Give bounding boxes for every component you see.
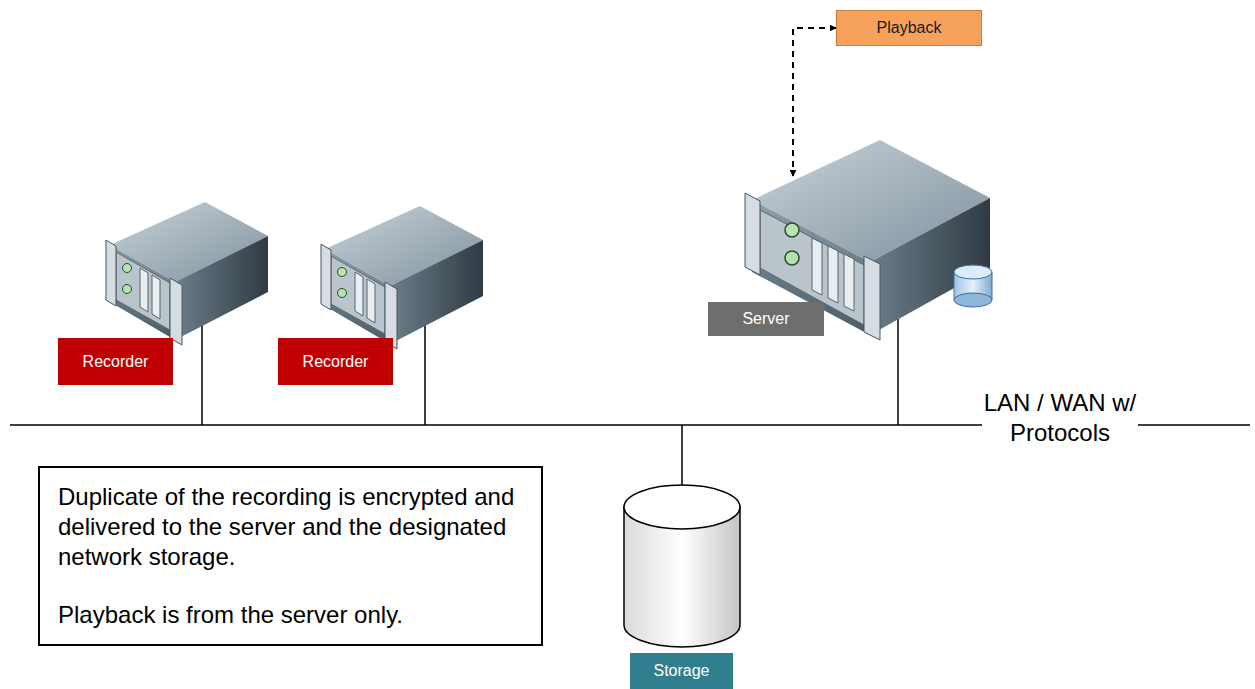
node-text: Recorder bbox=[303, 353, 369, 371]
storage-label: Storage bbox=[630, 653, 733, 689]
network-wires bbox=[10, 318, 1250, 487]
recorder-label: Recorder bbox=[58, 338, 173, 385]
note-text: Duplicate of the recording is encrypted … bbox=[58, 482, 523, 572]
recorder-illustration bbox=[321, 206, 483, 349]
node-text: Playback bbox=[877, 19, 942, 37]
note-box: Duplicate of the recording is encrypted … bbox=[38, 466, 543, 646]
storage-cylinder bbox=[624, 485, 740, 647]
recorder-label: Recorder bbox=[278, 338, 393, 385]
server-node: Server bbox=[708, 176, 998, 338]
node-text: Server bbox=[742, 310, 789, 328]
recorder-illustration bbox=[106, 202, 268, 345]
note-text: Playback is from the server only. bbox=[58, 600, 523, 630]
server-label: Server bbox=[708, 302, 824, 336]
node-text: Recorder bbox=[83, 353, 149, 371]
playback-box: Playback bbox=[836, 10, 982, 46]
dashed-connector bbox=[793, 28, 836, 176]
node-text: Storage bbox=[653, 662, 709, 680]
network-label: LAN / WAN w/ Protocols bbox=[982, 388, 1138, 448]
